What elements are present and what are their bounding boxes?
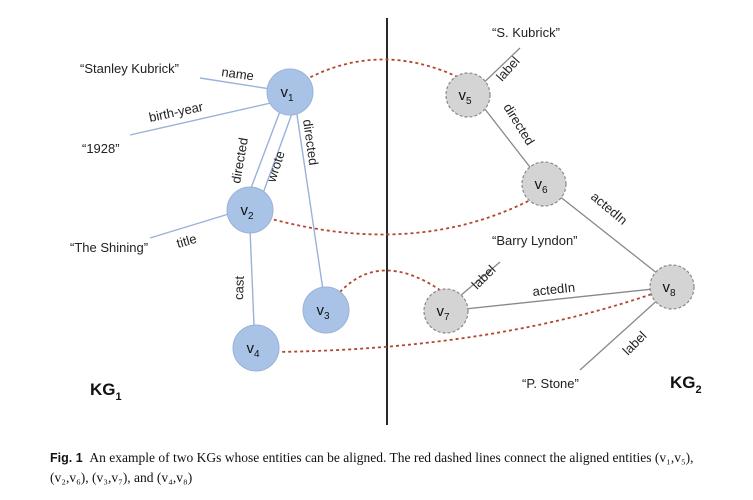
edge-label-cast: cast [231,275,247,300]
literal-stanley-kubrick: “Stanley Kubrick” [80,61,179,76]
edge-label-v6-v8-actedin: actedIn [588,189,630,228]
kg2-nodes: v5 v6 v7 v8 [423,72,695,334]
literal-1928: “1928” [82,141,120,156]
node-v7 [423,288,469,334]
edge-v1-v2-directed [247,105,283,197]
edge-birth-year [129,99,285,136]
caption-text: An example of two KGs whose entities can… [50,450,694,485]
node-v4 [232,324,280,372]
alignment-v3-v7 [339,269,441,293]
edge-cast [249,228,255,326]
edge-label-v1-v2-directed: directed [228,136,251,184]
edge-label-birth-year: birth-year [148,99,205,125]
alignment-lines [267,58,673,353]
literal-the-shining: “The Shining” [70,240,148,255]
caption-label: Fig. 1 [50,451,83,465]
node-v8 [649,264,695,310]
node-v1-label: v1 [280,84,294,104]
node-v8-label: v8 [662,279,676,299]
node-v2 [226,186,274,234]
alignment-v2-v6 [267,194,541,236]
edge-title [149,212,233,239]
literal-p-stone: “P. Stone” [522,376,579,391]
edge-v6-v8-actedin [543,183,673,286]
edge-label-v7-v8-actedin: actedIn [532,280,576,299]
node-v2-label: v2 [240,202,254,222]
node-v1 [266,68,314,116]
alignment-v1-v5 [304,58,461,81]
edge-v2-v1-wrote [261,107,295,197]
edge-label-v2-v1-wrote: wrote [263,149,287,185]
node-v3-label: v3 [316,302,330,322]
edge-label-v5-label: label [493,53,523,84]
edge-label-title: title [175,231,199,251]
node-v3 [302,286,350,334]
node-v7-label: v7 [436,303,450,323]
edge-label-v8-label: label [620,328,650,358]
node-v5 [445,72,491,118]
node-v5-label: v5 [458,87,472,107]
edge-label-v5-v6-directed: directed [500,101,537,148]
edge-label-name: name [221,64,255,83]
figure-caption: Fig. 1 An example of two KGs whose entit… [50,448,730,487]
kg1-nodes: v1 v2 v3 v4 [226,68,350,372]
alignment-v4-v8 [269,286,673,353]
edge-v1-v3-directed [295,107,324,291]
literal-s-kubrick: “S. Kubrick” [492,25,560,40]
literal-barry-lyndon: “Barry Lyndon” [492,233,578,248]
edge-v7-v8-actedin [445,286,673,312]
node-v6 [521,161,567,207]
node-v6-label: v6 [534,176,548,196]
node-v4-label: v4 [246,340,260,360]
kg1-title: KG1 [90,380,122,403]
kg2-title: KG2 [670,373,702,396]
edge-label-v1-v3-directed: directed [300,118,321,166]
kg-alignment-diagram: v1 v2 v3 v4 v5 v6 v7 v8 “Stanley Kubrick… [70,18,702,425]
